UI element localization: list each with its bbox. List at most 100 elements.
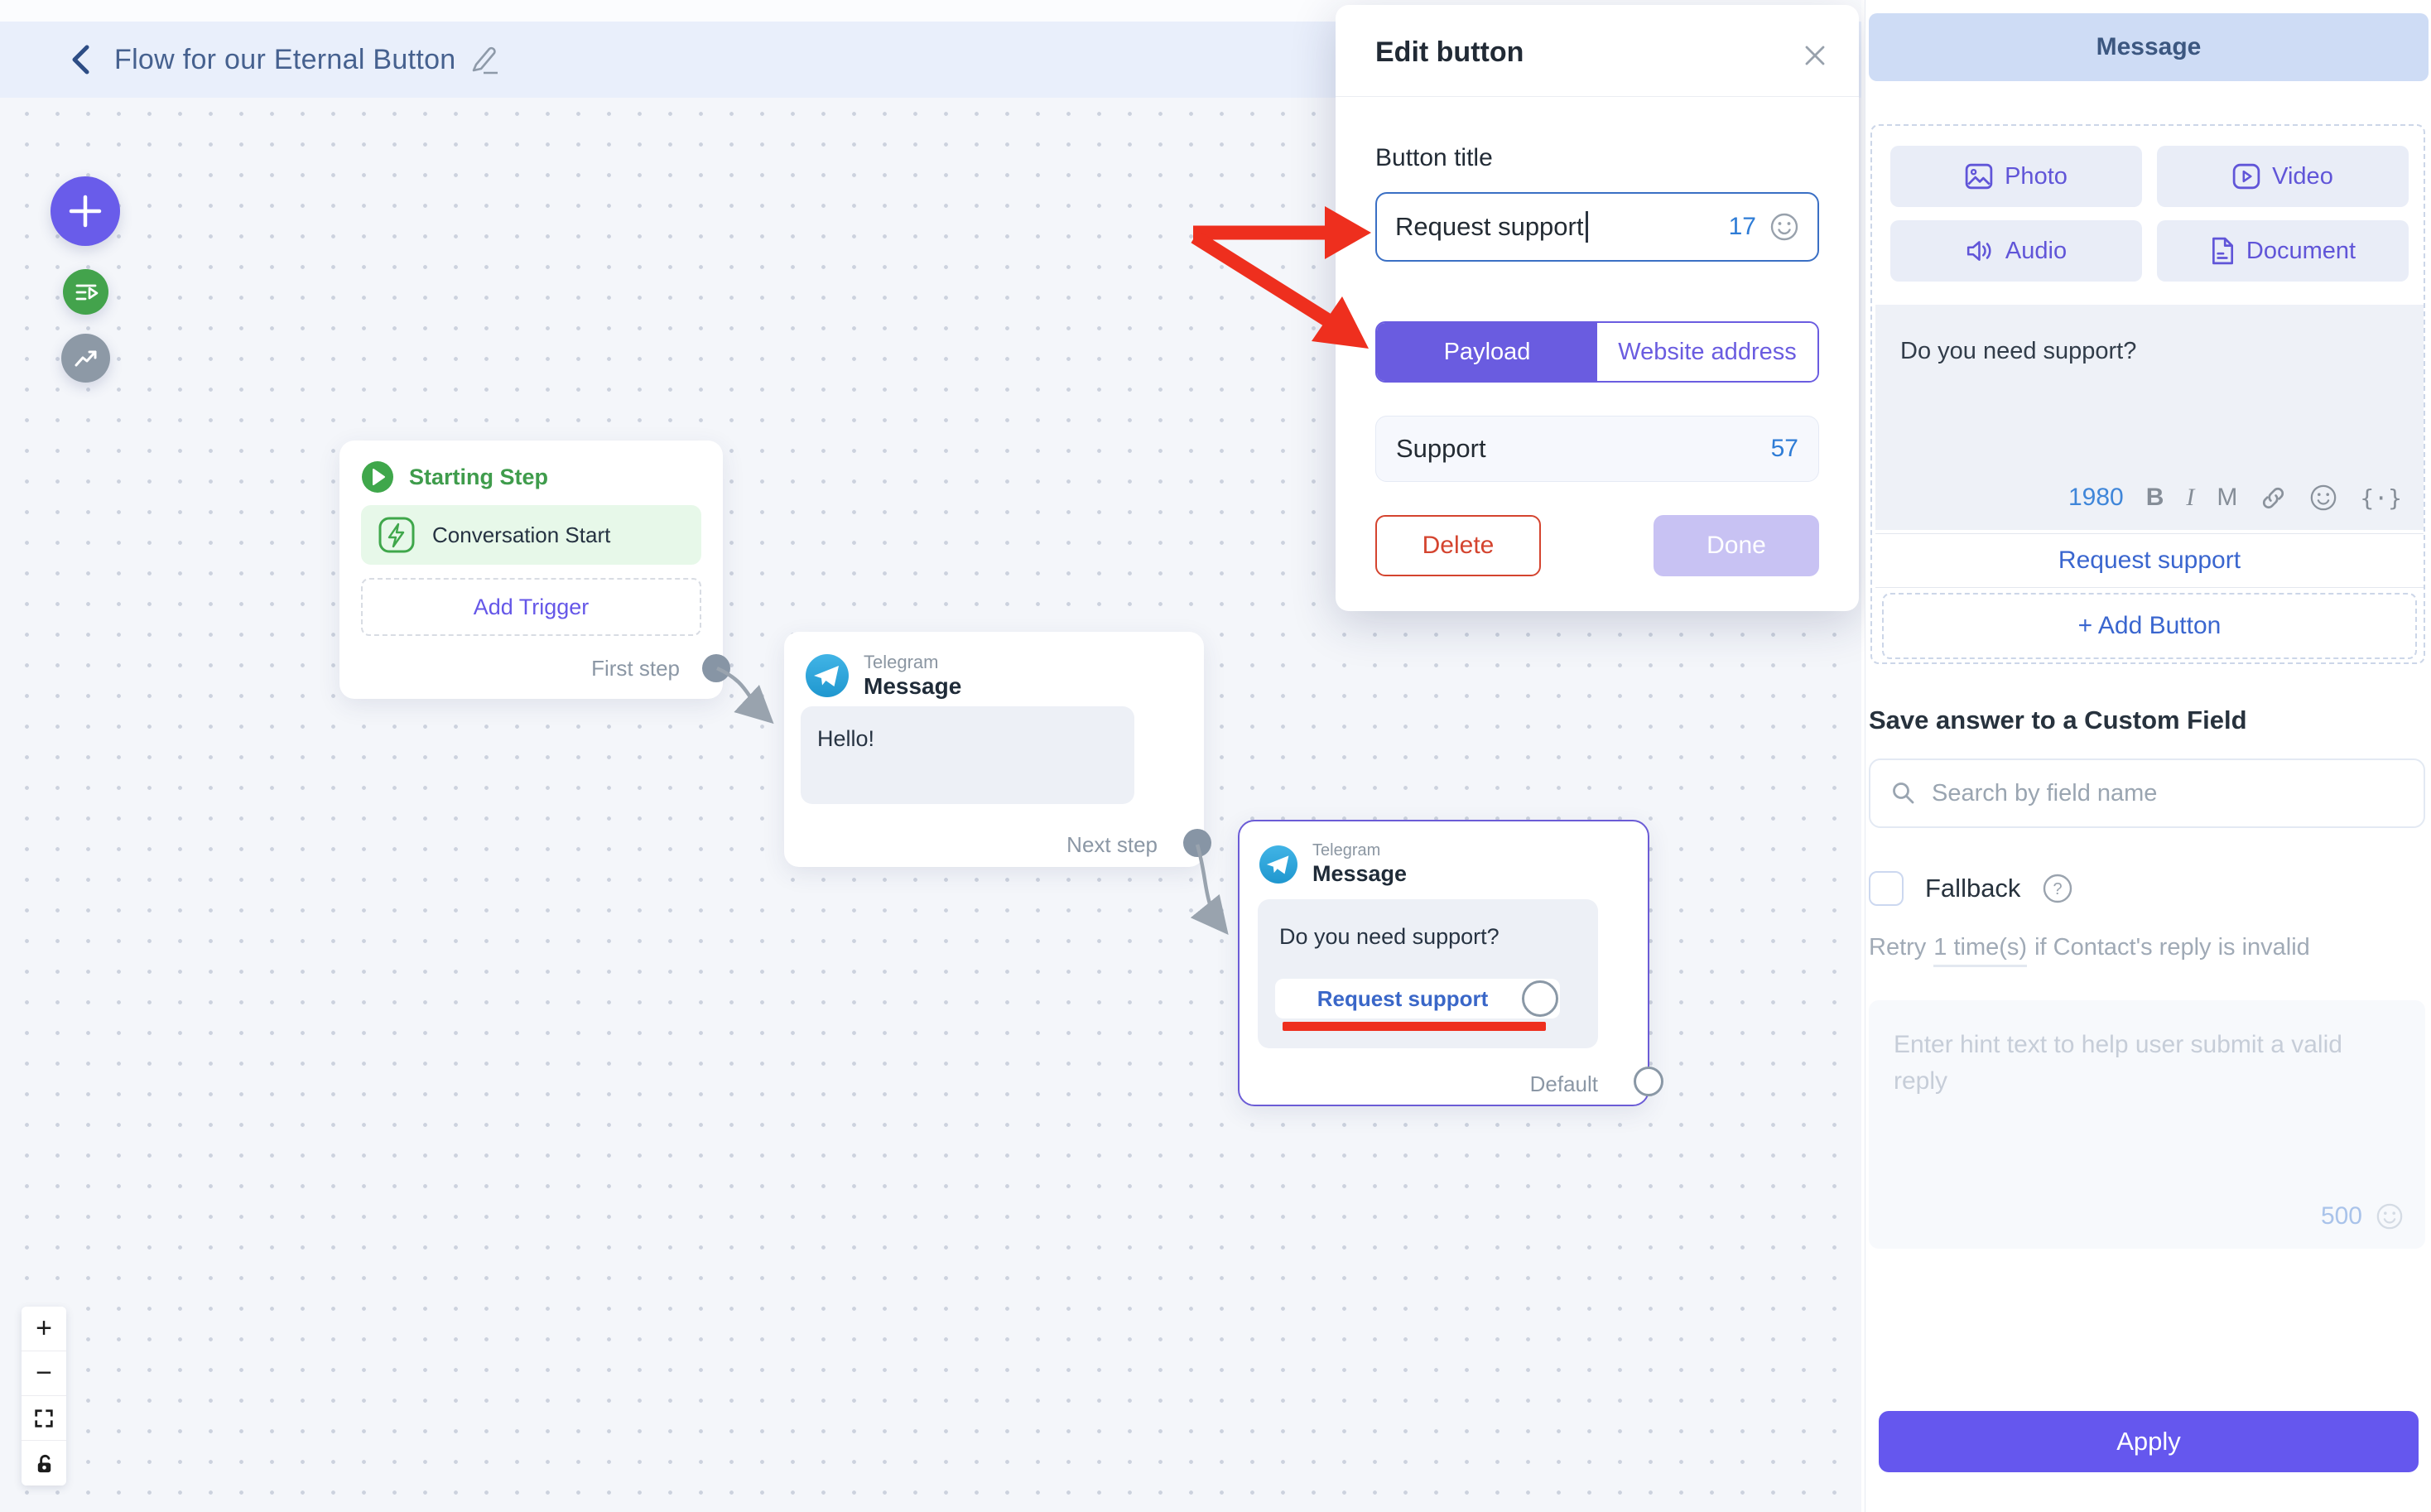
monospace-button[interactable]: M — [2217, 484, 2238, 511]
tab-payload[interactable]: Payload — [1377, 323, 1597, 381]
payload-char-count: 57 — [1770, 435, 1798, 462]
node1-message-text: Hello! — [817, 726, 875, 751]
add-document-button[interactable]: Document — [2157, 220, 2409, 282]
red-annotation-underline — [1283, 1022, 1546, 1031]
add-button-label: + Add Button — [2077, 612, 2222, 639]
close-modal-button[interactable] — [1801, 41, 1829, 70]
lock-canvas-button[interactable] — [22, 1441, 66, 1486]
tab-website-address[interactable]: Website address — [1597, 323, 1817, 381]
title-char-count: 17 — [1728, 213, 1756, 240]
audio-icon — [1966, 241, 1991, 261]
attachment-label: Photo — [2005, 162, 2068, 190]
modal-divider — [1336, 96, 1859, 97]
default-port-label: Default — [1529, 1071, 1598, 1096]
telegram-message-node-1[interactable]: Telegram Message Hello! Next step — [784, 632, 1211, 867]
message-text: Do you need support? — [1900, 338, 2137, 364]
node2-channel: Telegram — [1312, 841, 1381, 860]
hint-counter-row: 500 — [2321, 1202, 2404, 1230]
emoji-icon[interactable] — [1769, 212, 1799, 242]
flow-title: Flow for our Eternal Button — [114, 43, 456, 75]
unlock-icon — [37, 1454, 51, 1472]
first-step-port-label: First step — [591, 656, 680, 681]
message-block: Photo Video Audio — [1870, 124, 2425, 664]
lightning-icon — [378, 517, 415, 553]
emoji-icon[interactable] — [2309, 484, 2337, 512]
apply-button[interactable]: Apply — [1879, 1411, 2419, 1472]
trigger-label: Conversation Start — [432, 522, 611, 547]
default-output-port[interactable] — [1634, 1067, 1663, 1096]
node1-channel: Telegram — [864, 652, 939, 672]
payload-value: Support — [1396, 434, 1486, 463]
done-button[interactable]: Done — [1654, 515, 1819, 576]
add-photo-button[interactable]: Photo — [1890, 146, 2142, 207]
fallback-label: Fallback — [1925, 874, 2021, 903]
node1-message-bubble: Hello! — [801, 706, 1134, 804]
button-type-toggle: Payload Website address — [1375, 321, 1819, 383]
telegram-message-node-2[interactable]: Telegram Message Do you need support? Re… — [1238, 820, 1663, 1106]
link-icon[interactable] — [2260, 484, 2287, 512]
add-step-button[interactable] — [51, 176, 120, 246]
attachment-label: Video — [2272, 162, 2333, 190]
payload-input[interactable]: Support 57 — [1375, 416, 1819, 482]
attachment-label: Audio — [2005, 237, 2068, 264]
message-text-editor[interactable]: Do you need support? 1980 B I M — [1875, 305, 2424, 530]
back-button[interactable] — [63, 41, 99, 78]
add-button-button[interactable]: + Add Button — [1882, 593, 2417, 659]
edit-title-button[interactable] — [469, 43, 503, 76]
fallback-row: Fallback ? — [1869, 871, 2073, 906]
add-trigger-label: Add Trigger — [473, 594, 590, 619]
document-icon — [2212, 237, 2233, 265]
starting-step-header: Starting Step — [361, 460, 548, 494]
telegram-icon — [1259, 845, 1297, 884]
video-icon — [2232, 163, 2260, 190]
node2-header: Telegram Message — [1259, 841, 1407, 887]
custom-field-heading: Save answer to a Custom Field — [1869, 705, 2247, 734]
next-step-port-label: Next step — [1066, 832, 1158, 857]
starting-step-title: Starting Step — [409, 464, 549, 489]
hint-char-count: 500 — [2320, 1202, 2362, 1230]
first-step-output-port[interactable] — [702, 654, 730, 682]
trending-up-icon — [75, 350, 96, 366]
close-icon — [1805, 46, 1825, 65]
search-field-input[interactable] — [1932, 779, 2404, 807]
retry-count-value[interactable]: 1 time(s) — [1933, 934, 2028, 967]
flow-steps-button[interactable] — [63, 269, 108, 315]
plus-icon: + — [36, 1312, 52, 1344]
emoji-icon[interactable] — [2376, 1202, 2404, 1230]
button-title-value: Request support — [1395, 212, 1584, 241]
zoom-out-button[interactable]: − — [22, 1351, 66, 1396]
list-play-icon — [75, 284, 98, 300]
node1-type: Message — [864, 673, 962, 700]
variables-icon[interactable]: {·} — [2360, 484, 2402, 512]
conversation-start-trigger[interactable]: Conversation Start — [361, 505, 701, 565]
hint-text-input[interactable] — [1869, 1000, 2425, 1249]
edit-button-modal: Edit button Button title Request support… — [1336, 5, 1859, 611]
italic-button[interactable]: I — [2186, 484, 2195, 511]
hint-text-area-wrap: 500 — [1869, 1000, 2425, 1249]
chevron-left-icon — [72, 45, 89, 75]
button-title-input[interactable]: Request support 17 — [1375, 192, 1819, 262]
node2-button-label: Request support — [1317, 985, 1489, 1011]
minus-icon: − — [36, 1357, 52, 1389]
bold-button[interactable]: B — [2145, 484, 2164, 511]
button-output-port[interactable] — [1522, 980, 1558, 1017]
delete-button[interactable]: Delete — [1375, 515, 1541, 576]
add-trigger-button[interactable]: Add Trigger — [361, 578, 701, 636]
editor-toolbar: 1980 B I M {·} — [2068, 484, 2402, 512]
canvas-zoom-controls: + − — [22, 1307, 66, 1486]
message-button-request-support[interactable]: Request support — [1875, 533, 2424, 588]
zoom-in-button[interactable]: + — [22, 1307, 66, 1351]
add-audio-button[interactable]: Audio — [1890, 220, 2142, 282]
message-char-count: 1980 — [2068, 484, 2124, 511]
next-step-output-port[interactable] — [1183, 829, 1211, 857]
starting-step-node[interactable]: Starting Step Conversation Start Add Tri… — [339, 441, 730, 699]
statistics-button[interactable] — [61, 334, 110, 383]
help-icon[interactable]: ? — [2042, 873, 2073, 904]
modal-title: Edit button — [1375, 36, 1524, 68]
node2-request-support-button[interactable]: Request support — [1275, 979, 1560, 1018]
node2-type: Message — [1312, 861, 1408, 886]
fallback-checkbox[interactable] — [1869, 871, 1904, 906]
add-video-button[interactable]: Video — [2157, 146, 2409, 207]
fit-screen-button[interactable] — [22, 1396, 66, 1441]
